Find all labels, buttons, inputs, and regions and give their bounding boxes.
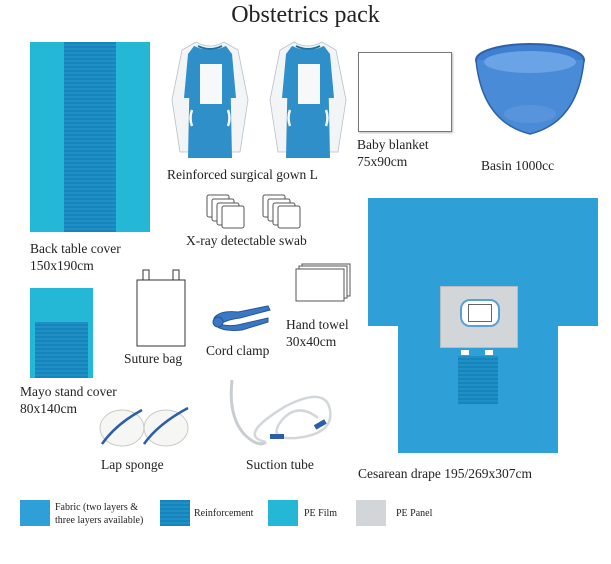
xray-swab-label: X-ray detectable swab xyxy=(186,233,307,248)
back-table-cover-size: 150x190cm xyxy=(30,258,94,273)
hand-towel-label: Hand towel xyxy=(286,317,349,332)
baby-blanket-label: Baby blanket xyxy=(357,137,429,152)
drape-tube-holder-2 xyxy=(485,350,493,355)
baby-blanket-image xyxy=(358,52,452,132)
legend-label-pe-panel: PE Panel xyxy=(396,508,433,519)
legend-label-reinforcement: Reinforcement xyxy=(194,508,254,519)
cesarean-drape-label: Cesarean drape 195/269x307cm xyxy=(358,466,532,481)
basin-image xyxy=(475,43,585,135)
drape-incise-panel xyxy=(440,286,518,348)
gown-label: Reinforced surgical gown L xyxy=(167,167,318,182)
legend-label-fabric-line1: Fabric (two layers & xyxy=(55,502,139,513)
legend-swatch-fabric xyxy=(20,500,50,526)
drape-reinforcement xyxy=(458,356,498,404)
mayo-stand-cover-size: 80x140cm xyxy=(20,401,77,416)
cord-clamp-image xyxy=(212,305,271,331)
baby-blanket-size: 75x90cm xyxy=(357,154,408,169)
suction-tube-image xyxy=(229,379,332,446)
drape-fenestration-inner xyxy=(468,304,492,322)
legend-label-fabric-line2: three layers available) xyxy=(55,515,144,526)
page-title: Obstetrics pack xyxy=(231,2,380,28)
mayo-stand-cover-image xyxy=(30,288,93,378)
surgical-gown-image-2 xyxy=(269,41,347,158)
back-table-cover-label: Back table cover xyxy=(30,241,121,256)
reinforcement-patch xyxy=(35,322,88,378)
hand-towel-size: 30x40cm xyxy=(286,334,337,349)
surgical-gown-image-1 xyxy=(171,41,249,158)
mayo-stand-cover-label: Mayo stand cover xyxy=(20,384,117,399)
lap-sponge-label: Lap sponge xyxy=(101,457,164,472)
drape-tube-holder-1 xyxy=(461,350,469,355)
legend-swatch-reinforcement xyxy=(160,500,190,526)
hand-towel-image xyxy=(295,263,351,302)
suction-tube-label: Suction tube xyxy=(246,457,314,472)
legend-swatch-pe-panel xyxy=(356,500,386,526)
cesarean-drape-image xyxy=(368,198,598,453)
cord-clamp-label: Cord clamp xyxy=(206,343,270,358)
legend-label-pe-film: PE Film xyxy=(304,508,338,519)
lap-sponge-image xyxy=(99,406,189,447)
xray-swab-image xyxy=(206,194,301,229)
legend-swatch-pe-film xyxy=(268,500,298,526)
back-table-cover-image xyxy=(30,42,150,232)
basin-label: Basin 1000cc xyxy=(481,158,555,173)
suture-bag-label: Suture bag xyxy=(124,351,183,366)
suture-bag-image xyxy=(136,269,186,347)
reinforcement-strip xyxy=(64,42,116,232)
